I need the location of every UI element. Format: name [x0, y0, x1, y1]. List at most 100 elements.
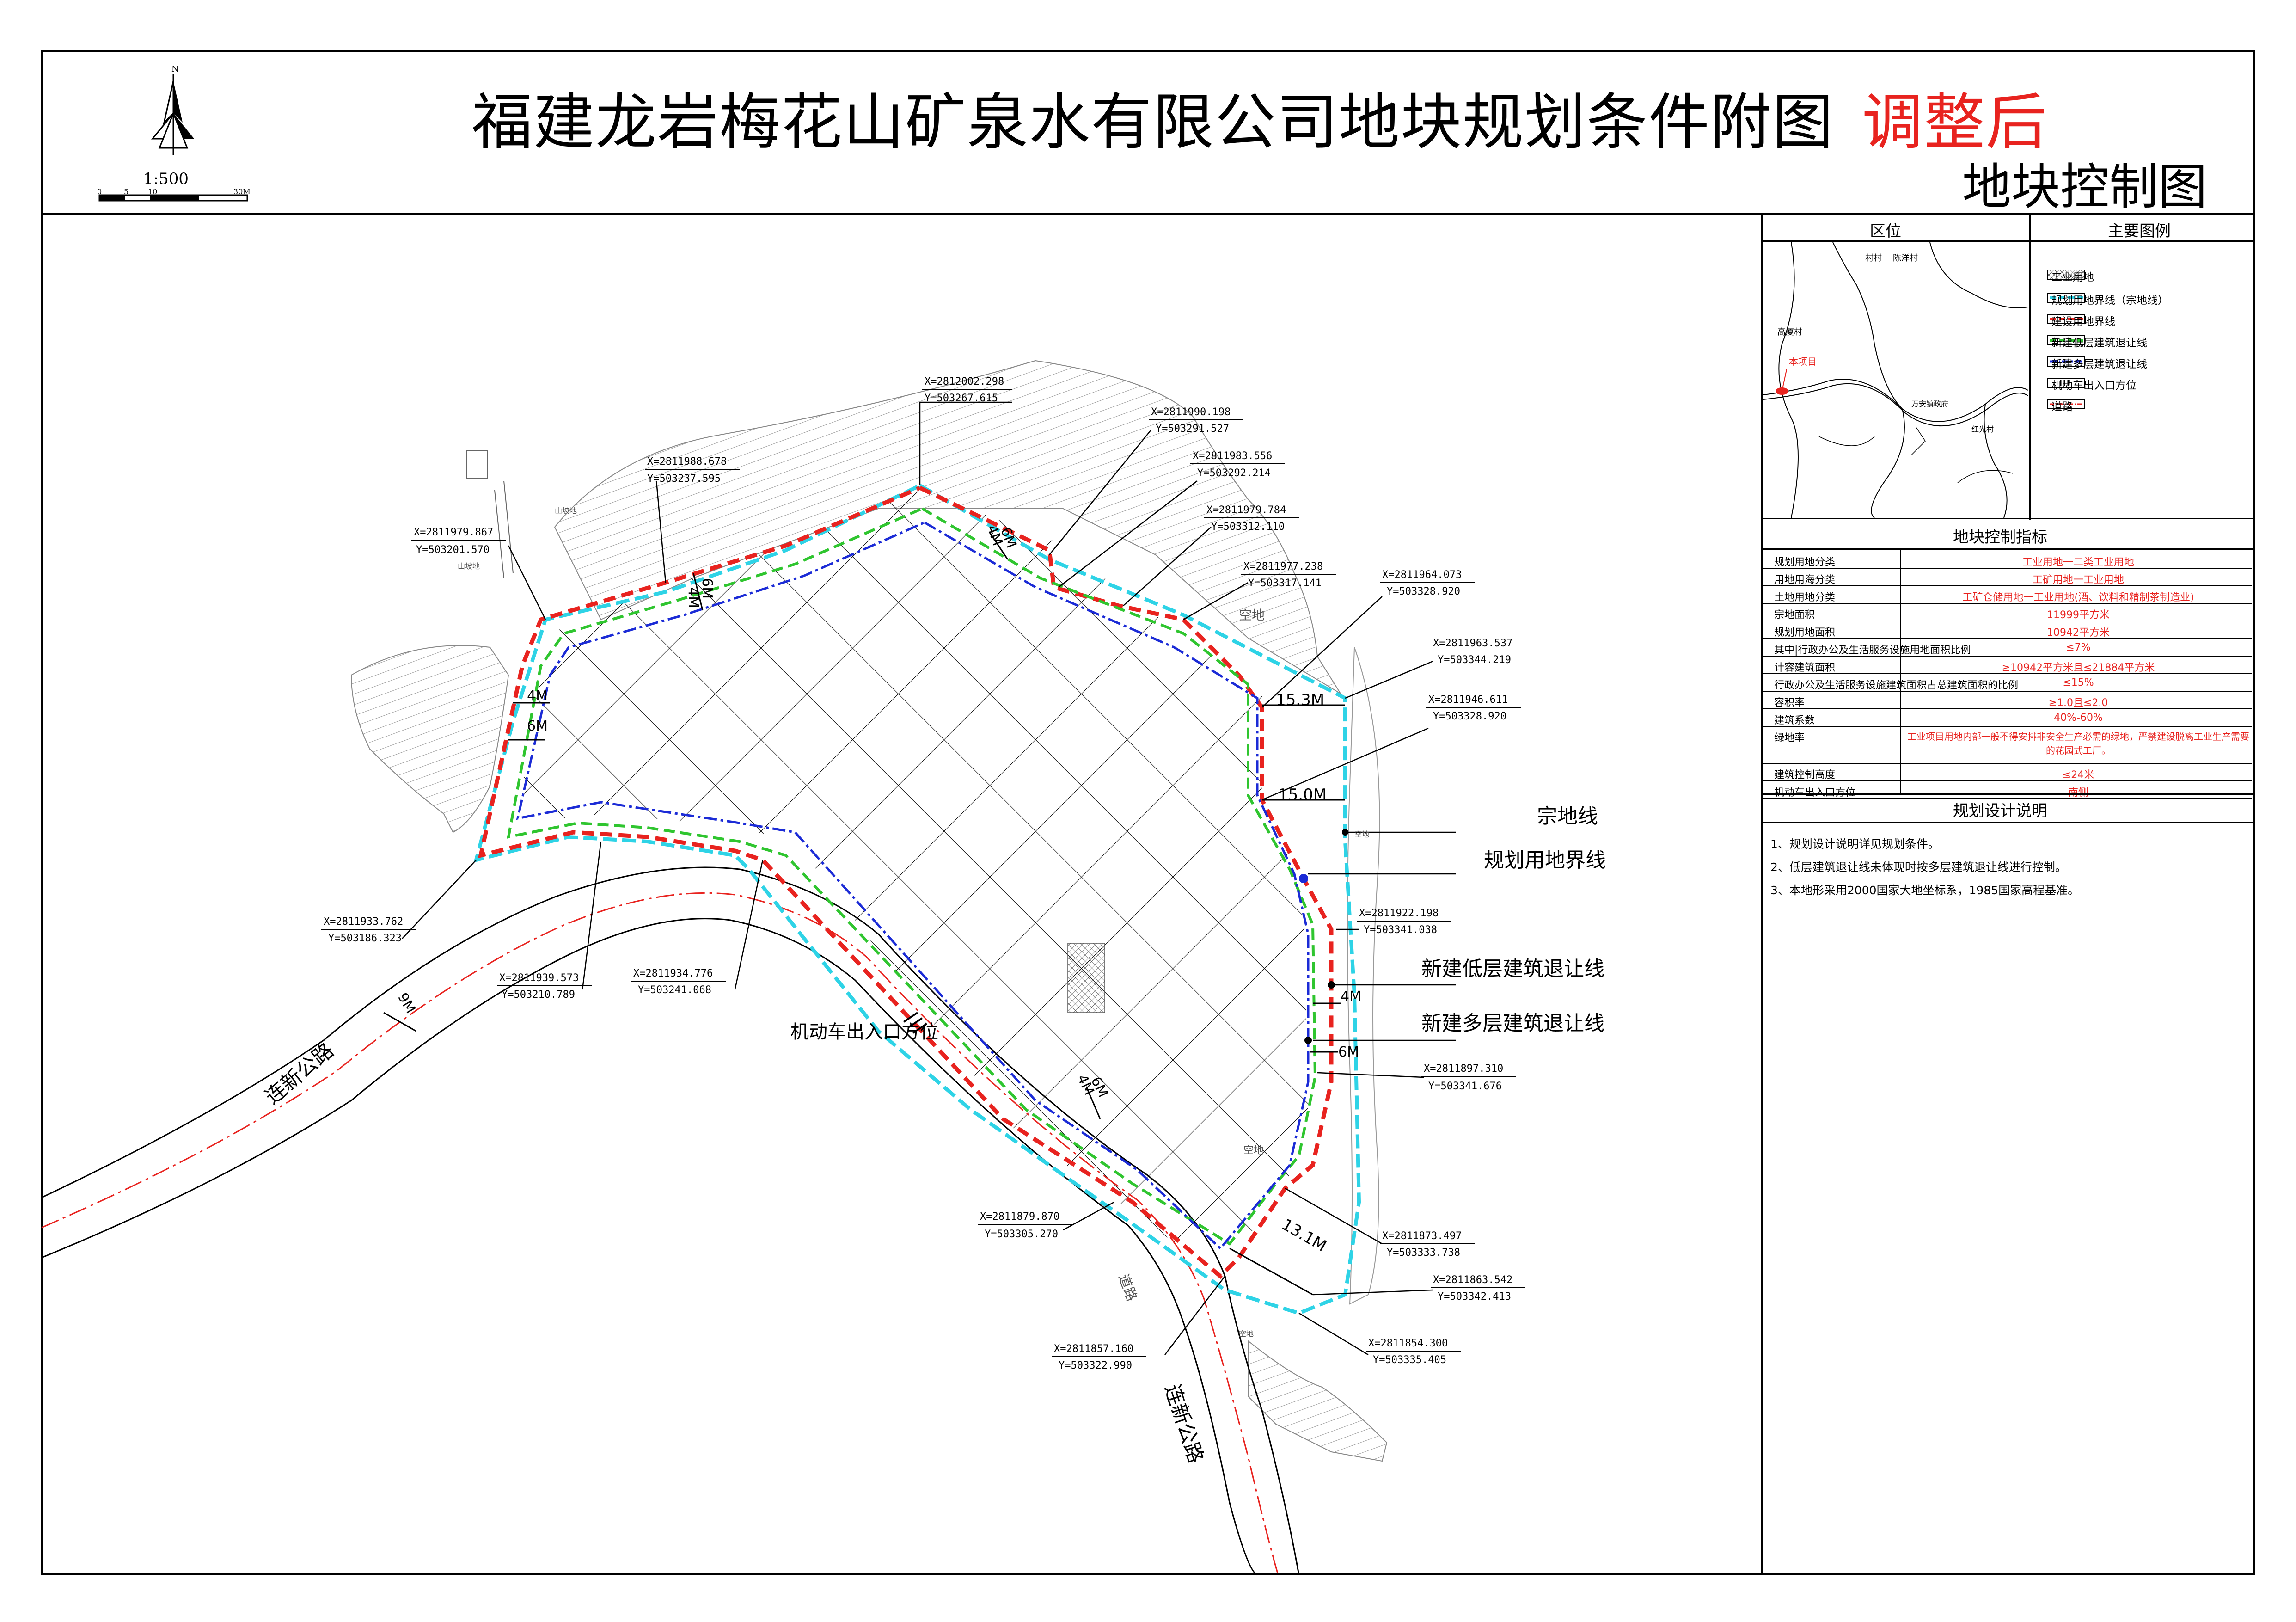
coord-x: X=2811854.300 [1368, 1338, 1448, 1349]
indicator-row: 计容建筑面积 ≥10942平方米且≤21884平方米 [1761, 657, 2254, 674]
row-divider [1761, 603, 2252, 604]
indicator-label: 其中|行政办公及生活服务设施用地面积比例 [1774, 645, 1971, 656]
place-label: 陈洋村 [1893, 253, 1918, 263]
indicator-row: 机动车出入口方位 南侧 [1761, 781, 2254, 799]
indicator-label: 用地用海分类 [1774, 574, 1836, 586]
row-divider [1761, 691, 2252, 692]
coord-y: Y=503317.141 [1248, 578, 1322, 589]
divider [1761, 548, 2255, 550]
note-item: 1、规划设计说明详见规划条件。 [1770, 837, 1940, 851]
coord-y: Y=503210.789 [502, 989, 575, 1001]
place-label-project: 本项目 [1789, 356, 1817, 367]
indicator-label: 计容建筑面积 [1774, 662, 1836, 674]
indicator-value: ≤24米 [2062, 769, 2094, 781]
indicator-row: 其中|行政办公及生活服务设施用地面积比例 ≤7% [1761, 639, 2254, 657]
indicator-label: 绿地率 [1774, 732, 1805, 744]
legend-swatches [2047, 270, 2085, 409]
label-shanpodi: 山坡地 [555, 506, 577, 515]
row-divider [1761, 780, 2252, 781]
coord-y: Y=503335.405 [1373, 1354, 1446, 1366]
indicator-value: 11999平方米 [2047, 609, 2110, 621]
dim-4m-north: 4M [685, 587, 701, 608]
callout-diceng: 新建低层建筑退让线 [1421, 957, 1604, 981]
place-label: 高厦村 [1777, 327, 1802, 337]
page-title: 福建龙岩梅花山矿泉水有限公司地块规划条件附图调整后 [471, 73, 2048, 161]
scale-bar [98, 194, 248, 202]
dimension-markers [383, 531, 1345, 1296]
note-item: 2、低层建筑退让线未体现时按多层建筑退让线进行控制。 [1770, 860, 2067, 874]
coord-y: Y=503342.413 [1438, 1291, 1511, 1303]
coord-y: Y=503291.527 [1156, 423, 1229, 435]
drawing-frame [41, 50, 2255, 1575]
coord-x: X=2811946.611 [1428, 694, 1508, 706]
low-rise-setback-line [507, 507, 1317, 1246]
label-kongdi: 空地 [1354, 830, 1369, 839]
page-subtitle: 地块控制图 [1962, 159, 2207, 215]
coord-underlines [321, 389, 1525, 1357]
dim-6m: 6M [1338, 1044, 1359, 1060]
divider [1761, 793, 2255, 795]
coordinate-labels: X=2812002.298 Y=503267.615 X=2811990.198… [324, 376, 1512, 1371]
indicator-label: 建筑系数 [1774, 715, 1815, 726]
coord-y: Y=503341.038 [1364, 924, 1437, 936]
row-divider [1761, 798, 2252, 799]
legend-construction: 建设用地界线 [2051, 316, 2115, 328]
callout-entrance: 机动车出入口方位 [790, 1021, 938, 1043]
indicator-value: ≤15% [2063, 677, 2094, 688]
dim-15-3m: 15.3M [1276, 691, 1324, 709]
small-structure [466, 450, 488, 479]
indicator-row: 建筑控制高度 ≤24米 [1761, 764, 2254, 781]
indicator-label: 宗地面积 [1774, 609, 1815, 621]
entrance-arrow-icon [903, 1012, 928, 1034]
indicator-value: 10942平方米 [2047, 627, 2110, 639]
control-point [1342, 829, 1348, 836]
indicator-row: 规划用地分类工业用地一二类工业用地 [1761, 551, 2254, 569]
zongdi-boundary-line [473, 484, 1361, 1315]
dim-15-0m: 15.0M [1278, 786, 1327, 804]
north-arrow-icon [151, 74, 194, 155]
coord-y: Y=503241.068 [638, 984, 711, 996]
indicator-row: 行政办公及生活服务设施建筑面积占总建筑面积的比例≤15% [1761, 674, 2254, 692]
coord-x: X=2811977.238 [1243, 561, 1323, 572]
hillside-north [554, 360, 1341, 694]
coord-x: X=2811983.556 [1193, 450, 1272, 462]
multi-storey-setback-line [516, 521, 1310, 1250]
dim-6m-north: 6M [699, 578, 715, 599]
coord-x: X=2811897.310 [1424, 1063, 1503, 1075]
coord-y: Y=503305.270 [985, 1229, 1058, 1240]
coord-x: X=2811934.776 [633, 968, 713, 979]
indicator-value: ≤7% [2066, 642, 2091, 653]
callout-duoceng: 新建多层建筑退让线 [1421, 1012, 1604, 1035]
note-item: 3、本地形采用2000国家大地坐标系，1985国家高程基准。 [1770, 884, 2080, 897]
dim-6m-west: 6M [527, 718, 548, 734]
title-main: 福建龙岩梅花山矿泉水有限公司地块规划条件附图 [471, 87, 1834, 158]
indicator-value: ≥10942平方米且≤21884平方米 [2002, 662, 2155, 674]
legend-road: 道路 [2051, 401, 2073, 413]
indicator-row: 宗地面积 11999平方米 [1761, 604, 2254, 621]
coord-x: X=2811939.573 [499, 972, 579, 984]
row-divider [1761, 763, 2252, 764]
indicator-label: 机动车出入口方位 [1774, 787, 1856, 799]
control-point [1304, 1037, 1312, 1044]
dim-9m: 9M [394, 990, 419, 1016]
coord-x: X=2811879.870 [980, 1211, 1059, 1223]
indicator-row: 用地用海分类工矿用地一工业用地 [1761, 569, 2254, 586]
indicator-label: 容积率 [1774, 697, 1805, 709]
indicator-label: 建筑控制高度 [1774, 769, 1836, 781]
coord-y: Y=503201.570 [416, 544, 490, 556]
coord-x: X=2811857.160 [1054, 1343, 1133, 1355]
coord-x: X=2811922.198 [1359, 908, 1439, 919]
label-shanpodi: 山坡地 [458, 562, 480, 571]
row-divider [1761, 673, 2252, 674]
indicator-label: 土地用地分类 [1774, 592, 1836, 603]
legend-zongdi: 规划用地界线（宗地线） [2051, 295, 2168, 307]
coord-x: X=2811990.198 [1151, 406, 1231, 418]
place-label: 红光村 [1971, 425, 1994, 434]
row-divider [1761, 585, 2252, 586]
legend-low-rise: 新建低层建筑退让线 [2051, 337, 2147, 349]
indicator-row: 容积率≥1.0且≤2.0 [1761, 692, 2254, 709]
coord-x: X=2812002.298 [925, 376, 1004, 387]
terrain-contour-east [1347, 647, 1380, 1305]
hillside-south [1248, 1339, 1388, 1462]
indicator-value: 南侧 [2068, 787, 2088, 799]
